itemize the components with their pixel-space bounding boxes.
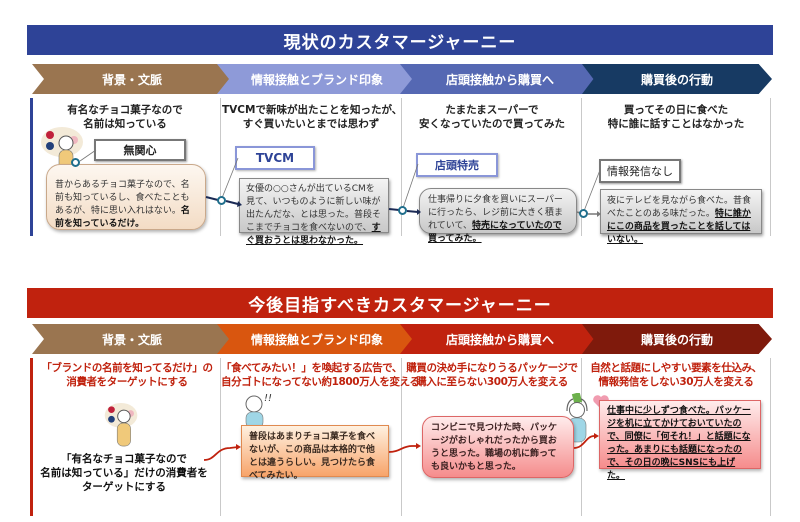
heading-line: 消費者をターゲットにする: [66, 376, 188, 388]
future-stage-chevrons: 背景・文脈 情報接触とブランド印象 店頭接触から購買へ 購買後の行動: [32, 324, 772, 354]
card-text: 仕事帰りに夕食を買いにスーパーに行ったら、レジ前に大きく積まれていて、: [428, 195, 564, 231]
stage-label: 店頭接触から購買へ: [445, 332, 554, 347]
journey-node: [579, 209, 588, 218]
heading-line: 特に誰に話すことはなかった: [607, 118, 745, 130]
blue-dot-icon: [108, 415, 115, 423]
heading-line: TVCMで新味が出たことを知ったが、: [222, 104, 403, 116]
heading-line: 自然と話題にしやすい要素を仕込み、: [590, 362, 762, 374]
column-divider: [770, 98, 771, 236]
future-card-post: 仕事中に少しずつ食べた。パッケージを机に立てかけておいていたので、同僚に「何それ…: [599, 400, 761, 481]
heading-line: 安くなっていたので買ってみた: [419, 118, 565, 130]
card-text: 昔からあるチョコ菓子なので、名前も知っているし、食べたこともあるが、特に思い入れ…: [55, 180, 190, 216]
column-divider: [401, 358, 402, 516]
target-consumer-illustration: [104, 402, 138, 447]
stage-store-purchase: 店頭接触から購買へ: [400, 324, 600, 354]
journey-node: [398, 206, 407, 215]
target-line: 名前は知っている」だけの消費者を: [40, 467, 208, 479]
package-icon: [571, 393, 583, 404]
tag-store-sale: 店頭特売: [416, 153, 498, 177]
face-icon: [58, 135, 74, 151]
stage-info-contact: 情報接触とブランド印象: [217, 64, 417, 94]
future-col2-heading: 「食べてみたい！」を喚起する広告で、 自分ゴトになってない約1800万人を変える: [221, 361, 420, 389]
card-text: 仕事中に少しずつ食べた。パッケージを机に立てかけておいていたので、同僚に「何それ…: [607, 406, 751, 481]
heading-line: 自分ゴトになってない約1800万人を変える: [221, 376, 420, 388]
stage-post-purchase: 購買後の行動: [582, 64, 772, 94]
card-text: 夜にテレビを見ながら食べた。昔食べたことのある味だった。: [607, 196, 752, 219]
stage-post-purchase: 購買後の行動: [582, 324, 772, 354]
future-col3-heading: 購買の決め手になりうるパッケージで 購入に至らない300万人を変える: [403, 361, 581, 389]
journey-node: [71, 158, 80, 167]
current-col3-heading: たまたまスーパーで 安くなっていたので買ってみた: [403, 103, 581, 131]
tag-tvcm: TVCM: [235, 146, 315, 170]
current-card-info-contact: 女優の○○さんが出ているCMを見て、いつものように新しい味が出たんだな、とは思っ…: [239, 178, 389, 246]
current-card-post: 夜にテレビを見ながら食べた。昔食べたことのある味だった。特に誰かにこの商品を買っ…: [600, 189, 762, 245]
current-journey-body: [30, 98, 772, 236]
current-col1-heading: 有名なチョコ菓子なので 名前は知っている: [40, 103, 210, 131]
blue-dot-icon: [46, 142, 54, 150]
column-divider: [220, 98, 221, 236]
section-accent-bar: [30, 358, 33, 516]
stage-info-contact: 情報接触とブランド印象: [217, 324, 417, 354]
face-icon: [245, 395, 263, 413]
target-description: 「有名なチョコ菓子なので 名前は知っている」だけの消費者を ターゲットにする: [36, 452, 212, 494]
stage-background: 背景・文脈: [32, 324, 232, 354]
current-stage-chevrons: 背景・文脈 情報接触とブランド印象 店頭接触から購買へ 購買後の行動: [32, 64, 772, 94]
current-card-background: 昔からあるチョコ菓子なので、名前も知っているし、食べたこともあるが、特に思い入れ…: [46, 164, 206, 230]
heading-line: 「ブランドの名前を知ってるだけ」の: [41, 362, 213, 374]
heading-line: すぐ買いたいとまでは思わず: [242, 118, 380, 130]
target-line: ターゲットにする: [81, 481, 167, 493]
heading-line: 情報発信をしない30万人を変える: [598, 376, 754, 388]
heading-line: 買ってその日に食べた: [623, 104, 729, 116]
future-card-store: コンビニで見つけた時、パッケージがおしゃれだったから買おうと思った。職場の机に飾…: [422, 416, 574, 478]
column-divider: [770, 358, 771, 516]
future-col1-heading: 「ブランドの名前を知ってるだけ」の 消費者をターゲットにする: [35, 361, 219, 389]
heading-line: 「食べてみたい！」を喚起する広告で、: [221, 362, 402, 374]
body-icon: [116, 422, 131, 447]
stage-store-purchase: 店頭接触から購買へ: [400, 64, 600, 94]
target-line: 「有名なチョコ菓子なので: [61, 453, 187, 465]
current-card-store: 仕事帰りに夕食を買いにスーパーに行ったら、レジ前に大きく積まれていて、特売になっ…: [419, 188, 577, 244]
stage-label: 背景・文脈: [101, 332, 162, 347]
tag-indifferent: 無関心: [94, 139, 186, 161]
card-emphasis: 特売になっていたので買ってみた。: [428, 221, 562, 244]
heading-line: たまたまスーパーで: [445, 104, 539, 116]
stage-label: 背景・文脈: [101, 72, 162, 87]
current-col4-heading: 買ってその日に食べた 特に誰に話すことはなかった: [583, 103, 769, 131]
stage-label: 店頭接触から購買へ: [445, 72, 554, 87]
card-emphasis: 特に誰かにこの商品を買ったことを話してはいない。: [607, 209, 751, 245]
column-divider: [581, 98, 582, 236]
stage-background: 背景・文脈: [32, 64, 232, 94]
card-emphasis: すぐ買おうとは思わなかった。: [246, 223, 381, 246]
current-col2-heading: TVCMで新味が出たことを知ったが、 すぐ買いたいとまでは思わず: [222, 103, 403, 131]
red-dot-icon: [108, 406, 115, 414]
future-card-info-contact: 普段はあまりチョコ菓子を食べないが、この商品は本格的で他とは違うらしい。見つけた…: [241, 425, 389, 481]
stage-label: 購買後の行動: [640, 72, 713, 87]
red-dot-icon: [46, 131, 54, 139]
interested-person-illustration: [245, 395, 264, 428]
card-emphasis: 名前を知っているだけ。: [55, 206, 190, 229]
heading-line: 名前は知っている: [83, 118, 167, 130]
future-col4-heading: 自然と話題にしやすい要素を仕込み、 情報発信をしない30万人を変える: [583, 361, 769, 389]
future-journey-title: 今後目指すべきカスタマージャーニー: [27, 288, 773, 318]
column-divider: [220, 358, 221, 516]
face-icon: [117, 409, 131, 424]
exclaim-icon: !!: [264, 393, 273, 404]
stage-label: 情報接触とブランド印象: [250, 332, 383, 347]
heading-line: 有名なチョコ菓子なので: [67, 104, 183, 116]
card-text: 女優の○○さんが出ているCMを見て、いつものように新しい味が出たんだな、とは思っ…: [246, 184, 382, 233]
journey-node: [217, 196, 226, 205]
section-accent-bar: [30, 98, 33, 236]
stage-label: 購買後の行動: [640, 332, 713, 347]
current-journey-title: 現状のカスタマージャーニー: [27, 25, 773, 55]
stage-label: 情報接触とブランド印象: [250, 72, 383, 87]
body-icon: [245, 411, 264, 428]
face-icon: [569, 402, 585, 418]
column-divider: [401, 98, 402, 236]
heading-line: 購入に至らない300万人を変える: [416, 376, 568, 388]
arms-icon: [566, 398, 588, 412]
consumer-illustration: [41, 127, 83, 170]
heading-line: 購買の決め手になりうるパッケージで: [406, 362, 578, 374]
tag-no-sharing: 情報発信なし: [599, 159, 681, 183]
